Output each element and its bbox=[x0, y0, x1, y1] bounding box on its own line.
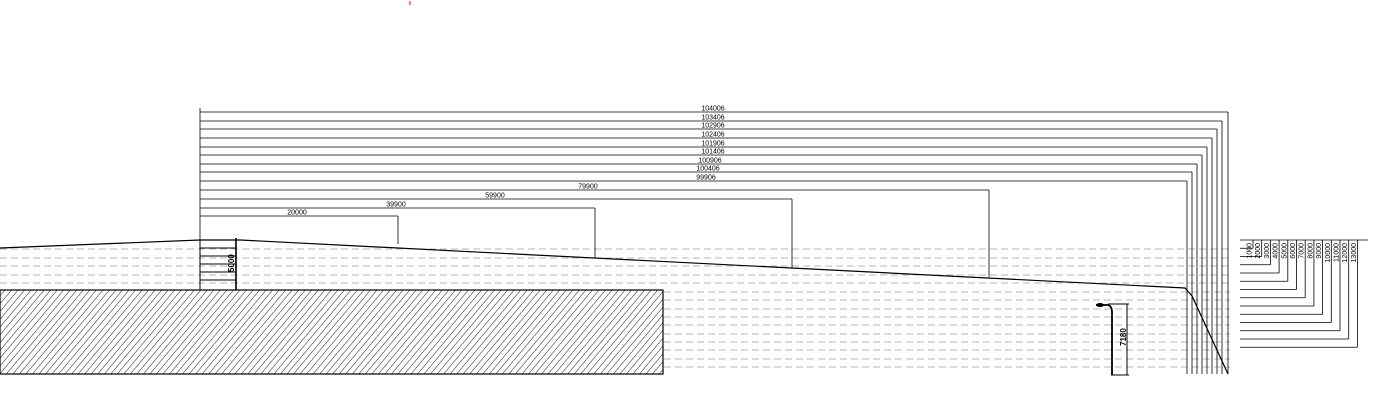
top-dimension-label: 99906 bbox=[696, 175, 716, 182]
marker-height-label: 5000 bbox=[227, 254, 236, 272]
depth-dimension-label: 12000 bbox=[1342, 243, 1349, 263]
ground-profile bbox=[0, 239, 1229, 375]
top-dimension-label: 103406 bbox=[701, 115, 724, 122]
top-dimension-label: 101906 bbox=[701, 141, 724, 148]
station-dimension-label: 20000 bbox=[287, 210, 307, 217]
top-dimension-label: 102406 bbox=[701, 132, 724, 139]
station-dimension-label: 39900 bbox=[386, 202, 406, 209]
depth-dimension-label: 1000 bbox=[1247, 243, 1254, 259]
hatched-block bbox=[0, 289, 664, 375]
top-dimension-label: 102906 bbox=[701, 123, 724, 130]
station-dimension-label: 79900 bbox=[578, 184, 598, 191]
depth-dimension-label: 7000 bbox=[1299, 243, 1306, 259]
depth-dimension-label: 5000 bbox=[1281, 243, 1288, 259]
depth-dimension-label: 3000 bbox=[1264, 243, 1271, 259]
depth-dimension-label: 4000 bbox=[1273, 243, 1280, 259]
depth-dimension-label: 2000 bbox=[1255, 243, 1262, 259]
depth-dimension-label: 8000 bbox=[1307, 243, 1314, 259]
dashed-layer-lines bbox=[0, 248, 1230, 368]
depth-dimension-label: 9000 bbox=[1316, 243, 1323, 259]
lamp-head-icon bbox=[1096, 303, 1104, 307]
pole bbox=[1096, 303, 1129, 376]
depth-dimension-label: 6000 bbox=[1290, 243, 1297, 259]
top-dimension-label: 100906 bbox=[698, 158, 721, 165]
station-dimension-label: 59900 bbox=[485, 193, 505, 200]
depth-dimension-label: 11000 bbox=[1334, 243, 1341, 262]
depth-dimension-label: 10000 bbox=[1325, 243, 1332, 263]
top-dimension-label: 101406 bbox=[701, 149, 724, 156]
depth-dimension-label: 13000 bbox=[1351, 243, 1358, 263]
top-dimension-label: 104006 bbox=[701, 106, 724, 113]
left-marker bbox=[199, 238, 240, 290]
top-dimension-label: 100406 bbox=[696, 166, 719, 173]
station-dimension-group: 79900 59900 39900 20000 bbox=[200, 184, 990, 277]
pole-height-label: 7180 bbox=[1119, 328, 1128, 346]
